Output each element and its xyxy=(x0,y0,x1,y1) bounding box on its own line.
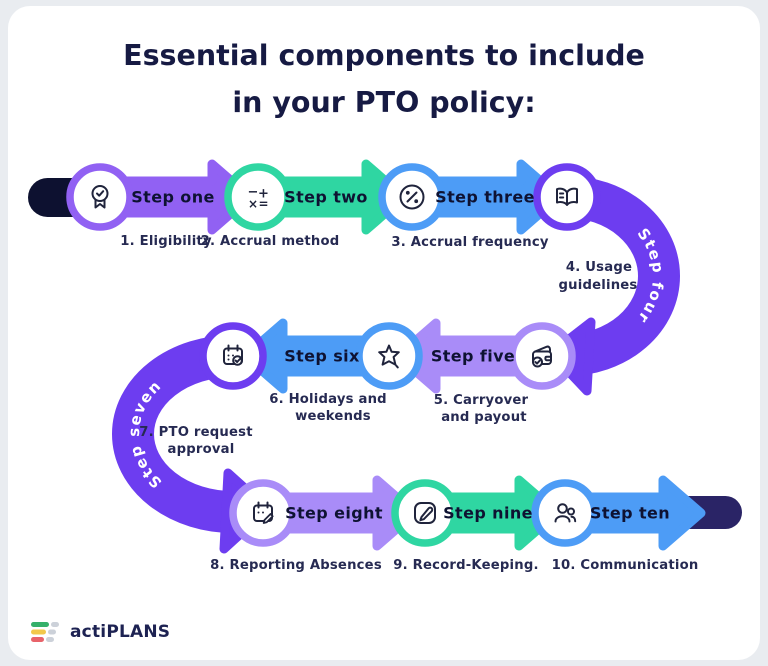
step-four-curve xyxy=(566,176,680,376)
step-three-label: Step three xyxy=(435,188,535,207)
step-three-caption: 3. Accrual frequency xyxy=(391,235,548,250)
actiplans-logo-icon xyxy=(31,622,59,642)
step-four-caption-line-2: guidelines xyxy=(559,278,638,293)
calendar-edit-icon xyxy=(253,501,274,524)
title-line-1: Essential components to include xyxy=(123,39,645,72)
step-five-caption-line-2: and payout xyxy=(441,410,527,425)
logo-text-acti: acti xyxy=(70,622,107,642)
step-one-label: Step one xyxy=(131,188,214,207)
step-six-caption-line-2: weekends xyxy=(295,409,371,424)
svg-text:×: × xyxy=(248,197,258,211)
logo-text-plans: PLANS xyxy=(106,622,171,642)
step-two-icon-circle xyxy=(224,163,292,231)
step-ten-label: Step ten xyxy=(590,504,670,523)
edit-pencil-icon xyxy=(414,502,436,524)
actiplans-logo-text: actiPLANS xyxy=(70,622,170,642)
step-seven-caption-line-2: approval xyxy=(168,442,235,457)
step-five-caption-line-1: 5. Carryover xyxy=(434,393,529,408)
step-six-label: Step six xyxy=(284,347,360,366)
logo-bar-green xyxy=(31,622,49,627)
actiplans-logo: actiPLANS xyxy=(30,620,170,644)
step-one-icon-circle xyxy=(66,163,134,231)
step-seven-caption: 7. PTO request approval xyxy=(139,425,252,457)
logo-bar-gray-2 xyxy=(48,629,56,635)
step-six-caption: 6. Holidays and weekends xyxy=(269,392,387,424)
step-six-icon-circle xyxy=(355,322,423,390)
step-five-icon-circle xyxy=(508,322,576,390)
calendar-check-icon xyxy=(223,344,243,366)
people-icon xyxy=(554,503,577,523)
step-ten-caption: 10. Communication xyxy=(552,558,699,573)
step-one-caption: 1. Eligibility xyxy=(120,234,212,249)
logo-bar-yellow xyxy=(31,629,46,635)
step-four-caption: 4. Usage guidelines xyxy=(559,260,638,293)
step-nine-caption: 9. Record-Keeping. xyxy=(393,558,538,573)
step-seven-caption-line-1: 7. PTO request xyxy=(139,425,252,440)
star-icon xyxy=(378,344,400,369)
step-eight-label: Step eight xyxy=(285,504,383,523)
title-line-2: in your PTO policy: xyxy=(232,86,536,119)
step-two-caption: 2. Accrual method xyxy=(201,234,340,249)
logo-bar-gray-1 xyxy=(51,622,59,627)
page-title: Essential components to include in your … xyxy=(0,32,768,126)
svg-text:=: = xyxy=(258,197,268,211)
wallet-icon xyxy=(532,345,552,368)
award-icon xyxy=(91,185,109,209)
percent-icon xyxy=(399,184,425,210)
step-seven-curve xyxy=(112,335,234,533)
step-two-label: Step two xyxy=(284,188,368,207)
step-four-caption-line-1: 4. Usage xyxy=(566,260,632,275)
step-nine-label: Step nine xyxy=(443,504,533,523)
open-book-icon xyxy=(556,187,578,206)
step-six-caption-line-1: 6. Holidays and xyxy=(269,392,387,407)
svg-text:+: + xyxy=(258,187,269,202)
step-eight-caption: 8. Reporting Absences xyxy=(210,558,382,573)
svg-text:−: − xyxy=(248,185,259,200)
step-five-caption: 5. Carryover and payout xyxy=(434,393,529,425)
logo-bar-red xyxy=(31,637,44,642)
math-operations-icon: − + × = xyxy=(248,185,269,211)
step-five-label: Step five xyxy=(431,347,515,366)
logo-bar-gray-3 xyxy=(46,637,54,642)
